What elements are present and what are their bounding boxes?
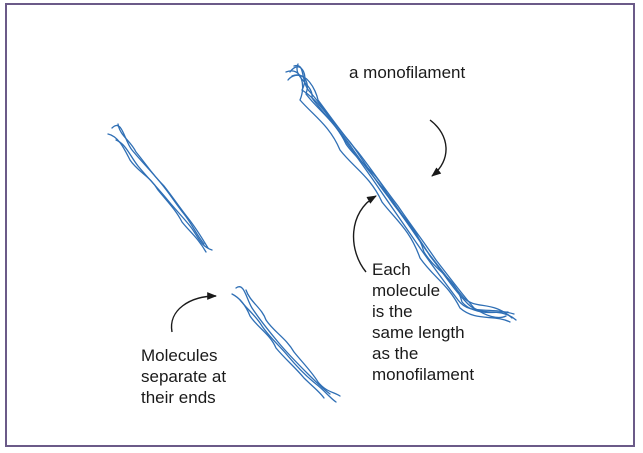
molecule-strand: [116, 140, 212, 250]
molecule-strand: [108, 134, 206, 252]
short-bundle-lower: [232, 287, 340, 402]
label-molecules-separate: Molecules separate at their ends: [141, 345, 226, 408]
molecule-strand: [246, 290, 340, 396]
short-bundle-upper: [108, 124, 212, 252]
molecule-strand: [232, 294, 324, 398]
label-each-molecule: Each molecule is the same length as the …: [372, 259, 474, 385]
arrow-to-monofilament: [430, 120, 446, 176]
label-monofilament: a monofilament: [349, 62, 465, 83]
arrow-molecules-separate: [172, 296, 216, 332]
